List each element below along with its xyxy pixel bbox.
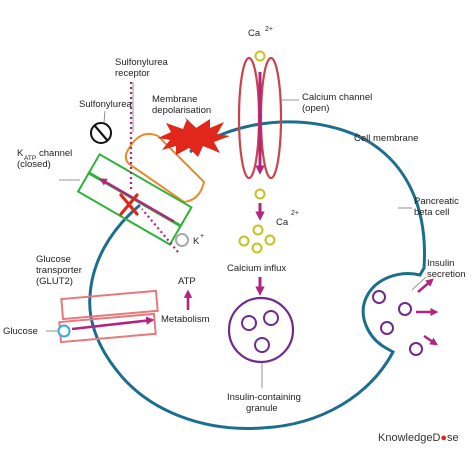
insulin-secretion-line1: Insulin — [427, 258, 454, 269]
calcium-ion-channel-exit — [254, 188, 266, 200]
brand-part-b: D — [432, 432, 440, 444]
calcium-ion-cluster — [238, 224, 276, 254]
atp-inhibition-line — [141, 208, 179, 253]
glucose-label: Glucose — [3, 326, 38, 337]
glut-label-line2: transporter — [36, 265, 82, 276]
sulfonylurea-receptor-line1: Sulfonylurea — [115, 57, 169, 68]
pancreatic-line2: beta cell — [414, 207, 449, 218]
potassium-label: K — [193, 236, 200, 247]
glut-label-line3: (GLUT2) — [36, 276, 73, 287]
potassium-ion — [175, 233, 189, 247]
red-x-icon — [119, 193, 139, 216]
glut2-transporter — [58, 289, 159, 344]
katp-label-main: K — [17, 148, 24, 159]
no-entry-circle-icon — [90, 122, 112, 144]
atp-label: ATP — [178, 276, 196, 287]
calcium-ion-top — [254, 50, 266, 62]
calcium-channel-line1: Calcium channel — [302, 92, 372, 103]
sulfonylurea-label: Sulfonylurea — [79, 99, 133, 110]
knowledgedose-logo: KnowledgeD●se — [378, 432, 459, 444]
svg-text:KnowledgeD●se: KnowledgeD●se — [378, 432, 459, 444]
metabolism-label: Metabolism — [161, 314, 210, 325]
granule-label-line2: granule — [246, 403, 278, 414]
brand-part-a: Knowledge — [378, 432, 432, 444]
brand-part-c: se — [447, 432, 459, 444]
glut-label-line1: Glucose — [36, 254, 71, 265]
potassium-charge: + — [200, 233, 204, 240]
membrane-depolarisation-line1: Membrane — [152, 94, 197, 105]
insulin-granule — [227, 296, 295, 364]
pancreatic-line1: Pancreatic — [414, 196, 459, 207]
ca-top-label: Ca — [248, 28, 261, 39]
ca-mid-charge: 2+ — [291, 210, 299, 217]
cell-membrane-label: Cell membrane — [354, 133, 418, 144]
ca-top-charge: 2+ — [265, 26, 273, 33]
insulin-secretion-line2: secretion — [427, 269, 466, 280]
calcium-channel-line2: (open) — [302, 103, 329, 114]
katp-label-rest: channel — [39, 148, 72, 159]
glucose-molecule — [57, 324, 71, 338]
sulfonylurea-receptor — [124, 132, 206, 204]
secreted-insulin-vesicles — [372, 278, 439, 356]
lightning-burst-icon — [158, 119, 230, 157]
granule-label-line1: Insulin-containing — [227, 392, 301, 403]
ca-mid-label: Ca — [276, 217, 289, 228]
katp-label-sub: ATP — [24, 155, 36, 162]
cell-membrane — [88, 120, 426, 430]
calcium-influx-label: Calcium influx — [227, 263, 286, 274]
katp-label-line2: (closed) — [17, 159, 51, 170]
calcium-channel — [237, 56, 283, 180]
membrane-depolarisation-line2: depolarisation — [152, 105, 211, 116]
sulfonylurea-receptor-line2: receptor — [115, 68, 150, 79]
